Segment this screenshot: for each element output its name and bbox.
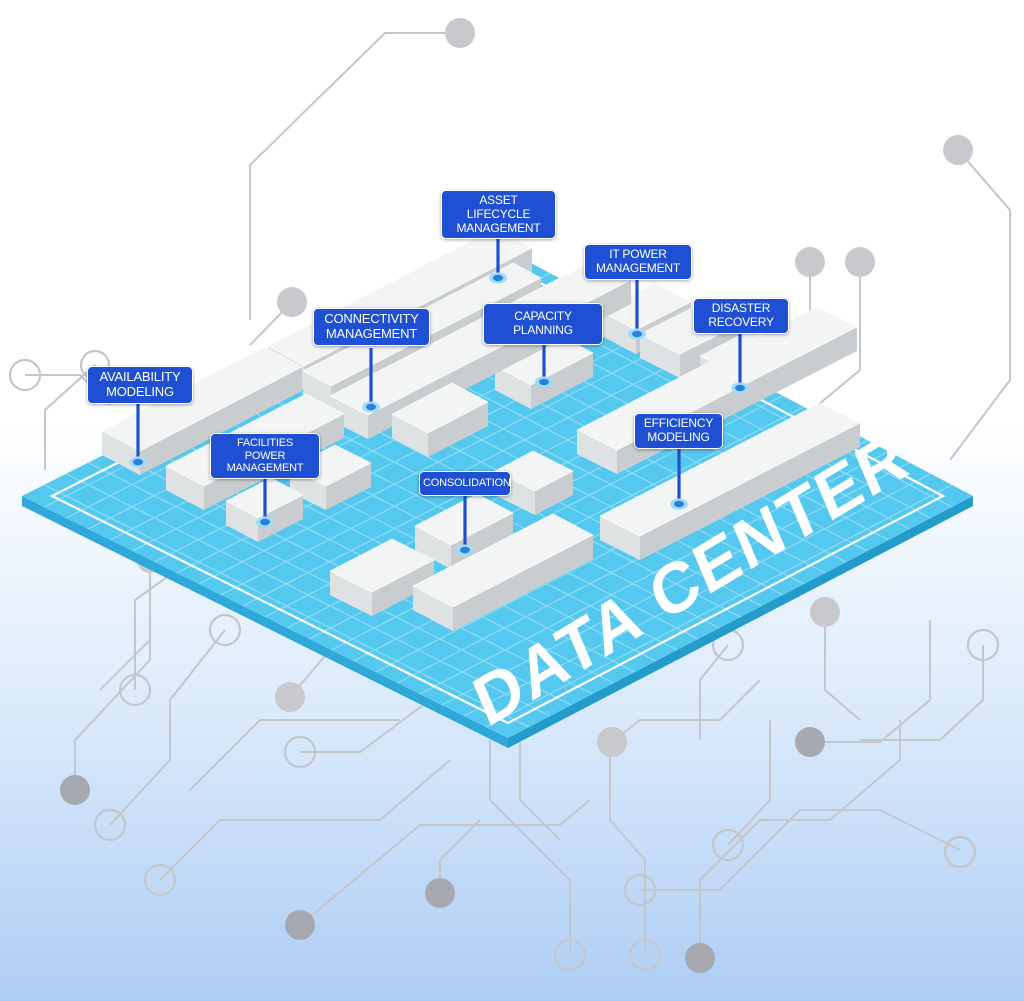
label-consolidation: CONSOLIDATION [419, 471, 511, 496]
label-pin [129, 404, 147, 468]
label-pin [731, 330, 749, 394]
server-block [599, 402, 861, 560]
server-block [225, 477, 304, 542]
label-pin [456, 495, 474, 556]
server-block [412, 513, 594, 631]
label-pin [670, 445, 688, 510]
label-capacity-planning: CAPACITY PLANNING [483, 303, 603, 345]
server-block [329, 538, 435, 616]
label-pin [628, 276, 646, 340]
label-pin [362, 348, 380, 413]
label-pins [129, 222, 749, 556]
server-block [391, 382, 489, 457]
